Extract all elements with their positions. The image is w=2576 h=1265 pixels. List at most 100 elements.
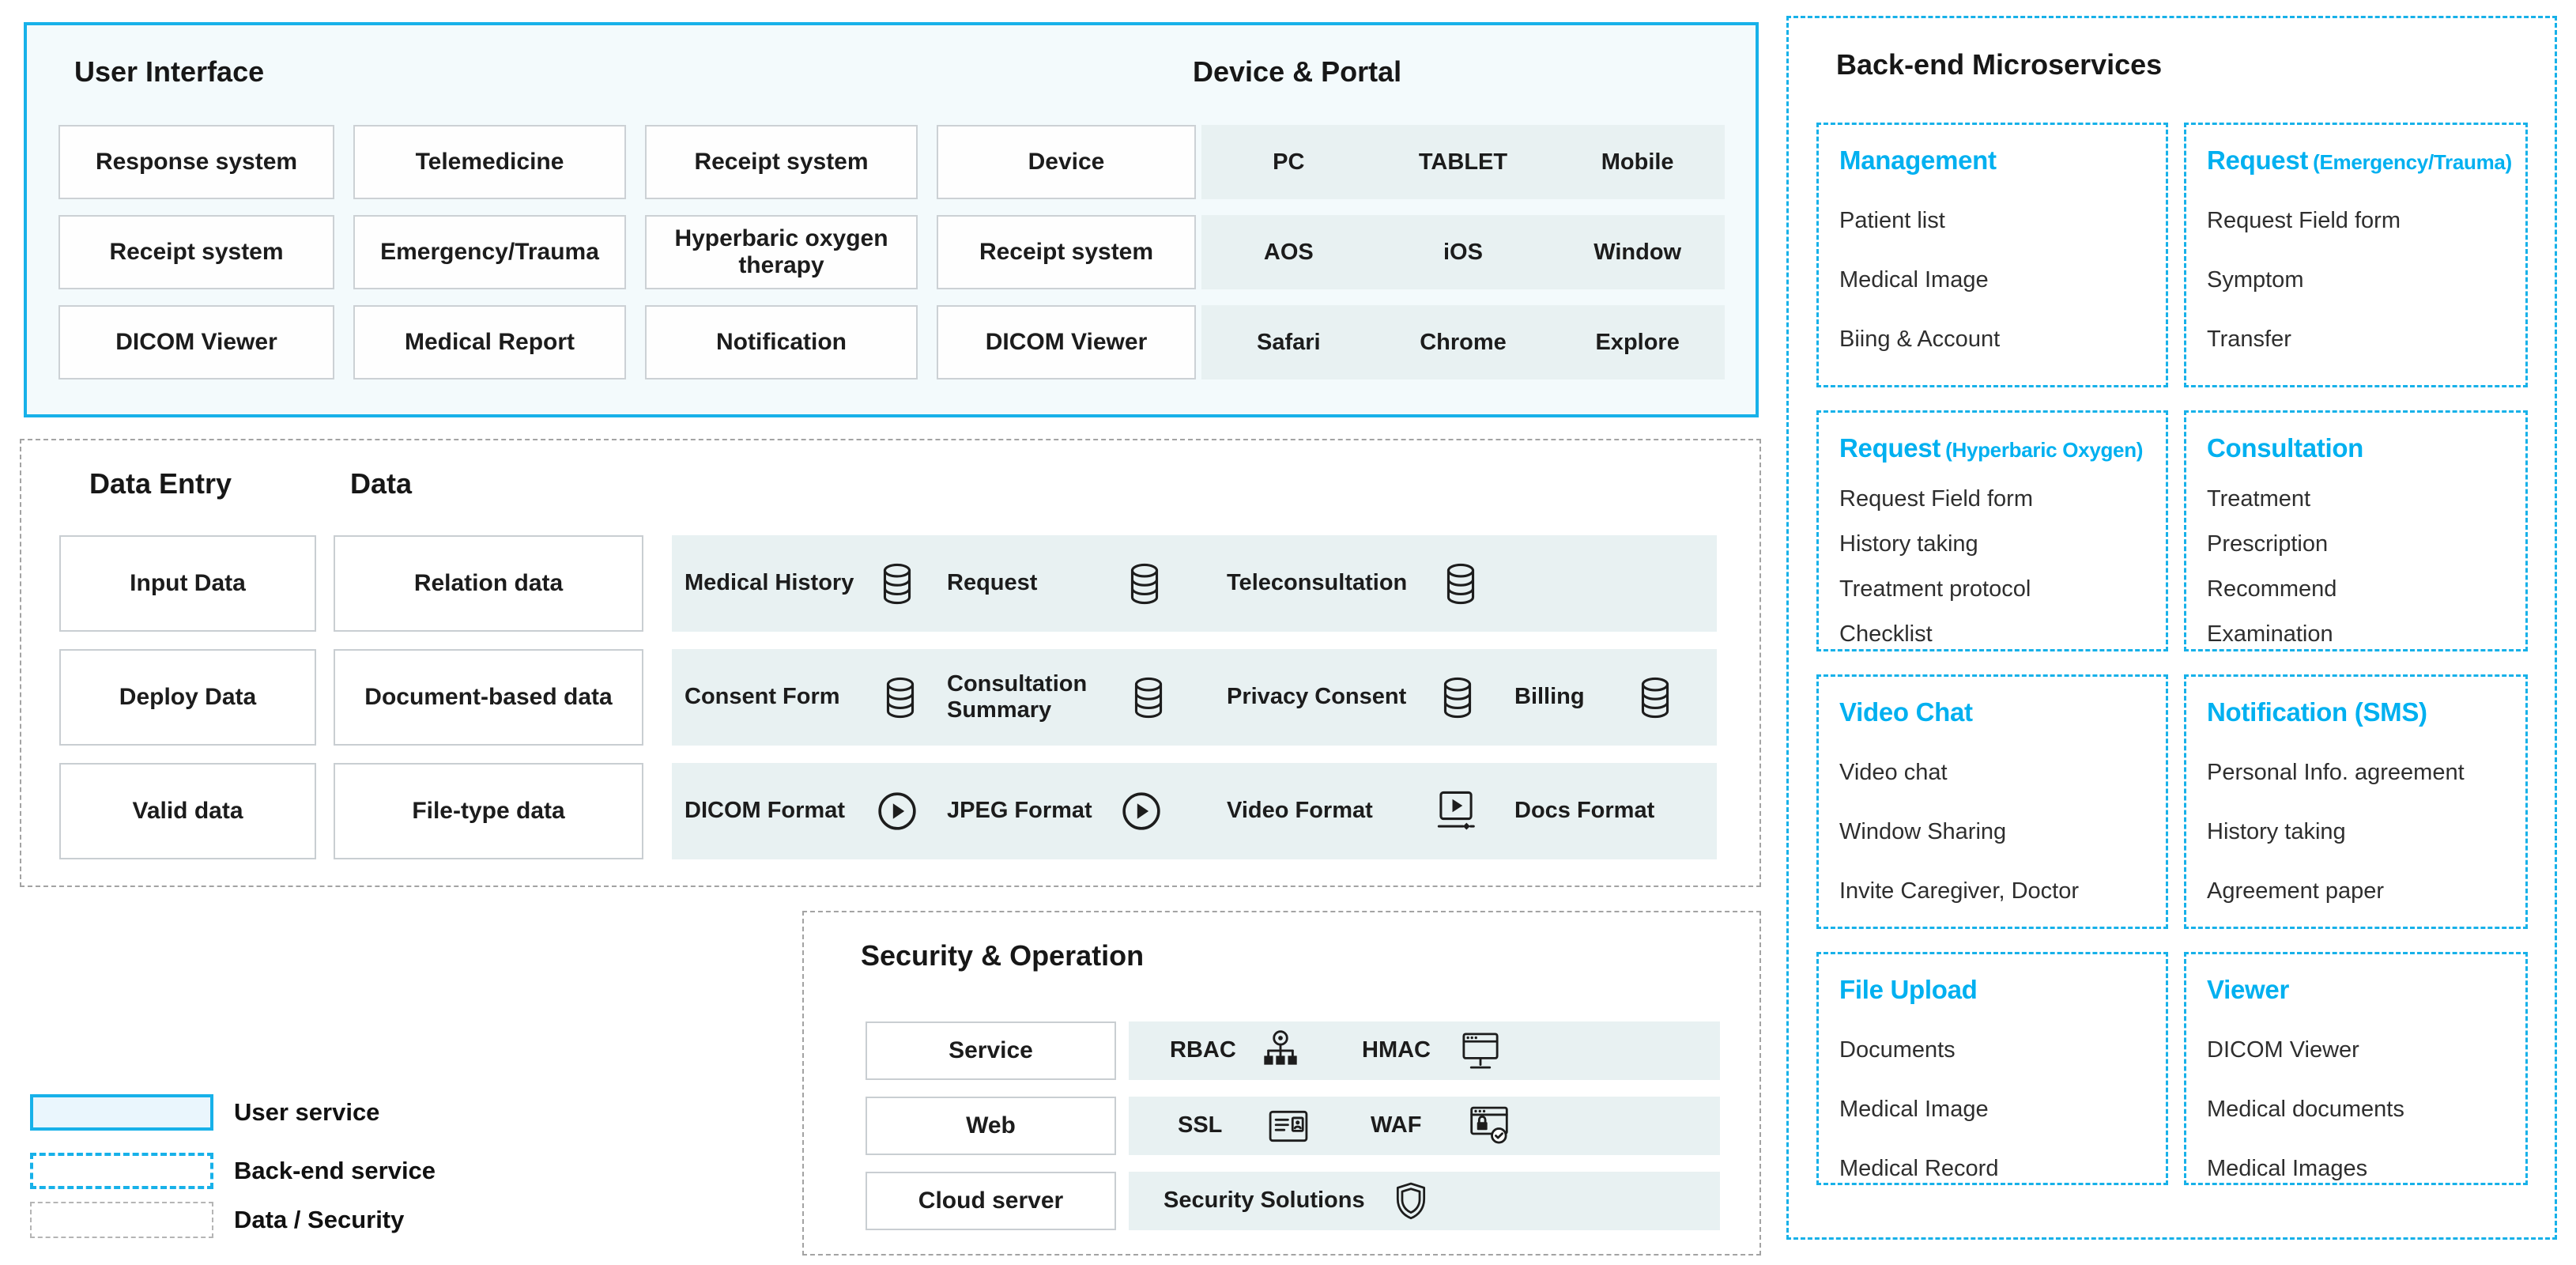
microservice-card-title: File Upload: [1839, 975, 2145, 1005]
microservice-card-title: Consultation: [2207, 433, 2505, 463]
data-band-item: Consultation Summary: [947, 671, 1166, 724]
legend-swatch-backend: [30, 1153, 213, 1189]
database-icon: [883, 676, 918, 719]
data-band-item: Teleconsultation: [1227, 562, 1478, 606]
microservice-item: Invite Caregiver, Doctor: [1839, 878, 2080, 904]
microservice-card-title: Viewer: [2207, 975, 2505, 1005]
data-band-item: Medical History: [685, 562, 915, 606]
legend-swatch-data: [30, 1202, 213, 1238]
backend-microservices-title: Back-end Microservices: [1836, 48, 2163, 81]
data-band-label: Request: [947, 570, 1038, 596]
microservice-item: History taking: [2207, 818, 2346, 844]
microservice-item: Medical Image: [1839, 266, 1989, 293]
legend-row: Back-end service: [30, 1153, 436, 1189]
security-band-label: HMAC: [1362, 1037, 1431, 1063]
data-band-label: Consultation Summary: [947, 670, 1088, 723]
microservice-item: Medical Images: [2207, 1155, 2368, 1181]
device-portal-item: iOS: [1443, 239, 1483, 265]
device-portal-item: PC: [1273, 149, 1305, 175]
data-title: Data: [350, 467, 413, 500]
data-band: Medical History Request Teleconsultation: [672, 535, 1717, 632]
ui-button: Receipt system: [645, 125, 918, 199]
database-icon: [1443, 562, 1478, 606]
security-band-label: Security Solutions: [1164, 1188, 1365, 1214]
microservice-card-title: Video Chat: [1839, 697, 2145, 727]
device-portal-item: AOS: [1263, 239, 1314, 265]
microservice-item: Biing & Account: [1839, 326, 2001, 352]
security-band-label: WAF: [1371, 1112, 1422, 1138]
ui-button: Device: [937, 125, 1196, 199]
microservice-card-title: Notification (SMS): [2207, 697, 2505, 727]
security-band: SSL WAF: [1129, 1097, 1720, 1155]
microservice-item: Agreement paper: [2207, 878, 2385, 904]
data-band-item: DICOM Format: [685, 791, 918, 832]
database-icon: [880, 562, 915, 606]
security-band: RBAC HMAC: [1129, 1021, 1720, 1080]
ui-button: DICOM Viewer: [58, 305, 334, 380]
microservice-card-title-suffix: (Hyperbaric Oxygen): [1945, 438, 2144, 462]
waf-icon: [1468, 1105, 1511, 1147]
microservice-item: Medical documents: [2207, 1096, 2404, 1122]
microservice-card: Request(Emergency/Trauma)Request Field f…: [2184, 123, 2528, 387]
data-entry-button: Valid data: [59, 763, 316, 859]
microservice-item: Recommend: [2207, 576, 2337, 602]
device-portal-item: TABLET: [1418, 149, 1508, 175]
security-band-label: RBAC: [1170, 1037, 1236, 1063]
microservice-item: Examination: [2207, 621, 2333, 647]
security-band: Security Solutions: [1129, 1172, 1720, 1230]
ui-button: Emergency/Trauma: [353, 215, 626, 289]
database-icon: [1127, 562, 1162, 606]
security-band-item: SSL: [1178, 1108, 1310, 1144]
microservice-item: Medical Image: [1839, 1096, 1989, 1122]
data-band-item: Request: [947, 562, 1162, 606]
legend-label: Data / Security: [234, 1206, 405, 1233]
microservice-card: Notification (SMS) Personal Info. agreeme…: [2184, 674, 2528, 929]
ui-button: DICOM Viewer: [937, 305, 1196, 380]
ui-button: Telemedicine: [353, 125, 626, 199]
user-interface-title: User Interface: [74, 55, 265, 88]
microservice-item: Treatment protocol: [1839, 576, 2031, 602]
data-band-item: Billing: [1514, 676, 1673, 719]
data-band-item: JPEG Format: [947, 791, 1162, 832]
microservice-card-title-text: Management: [1839, 145, 1997, 175]
data-type-button: Relation data: [334, 535, 643, 632]
play-icon: [1121, 791, 1162, 832]
ssl-icon: [1267, 1108, 1310, 1144]
security-band-item: WAF: [1371, 1105, 1511, 1147]
data-band-item: Privacy Consent: [1227, 676, 1475, 719]
data-entry-button: Deploy Data: [59, 649, 316, 746]
microservice-card-title-text: Video Chat: [1839, 697, 1973, 727]
microservice-card: Request(Hyperbaric Oxygen)Request Field …: [1816, 410, 2168, 651]
microservice-card-title: Management: [1839, 145, 2145, 176]
microservice-card-title-text: Notification (SMS): [2207, 697, 2427, 727]
microservice-item: Request Field form: [2207, 208, 2401, 233]
data-band-label: JPEG Format: [947, 798, 1092, 824]
data-type-button: File-type data: [334, 763, 643, 859]
security-band-item: RBAC: [1170, 1029, 1301, 1074]
microservice-item: Personal Info. agreement: [2207, 760, 2465, 785]
play-icon: [877, 791, 918, 832]
database-icon: [1440, 676, 1475, 719]
device-portal-item: Explore: [1595, 329, 1680, 355]
microservice-card-title-text: Viewer: [2207, 975, 2289, 1004]
